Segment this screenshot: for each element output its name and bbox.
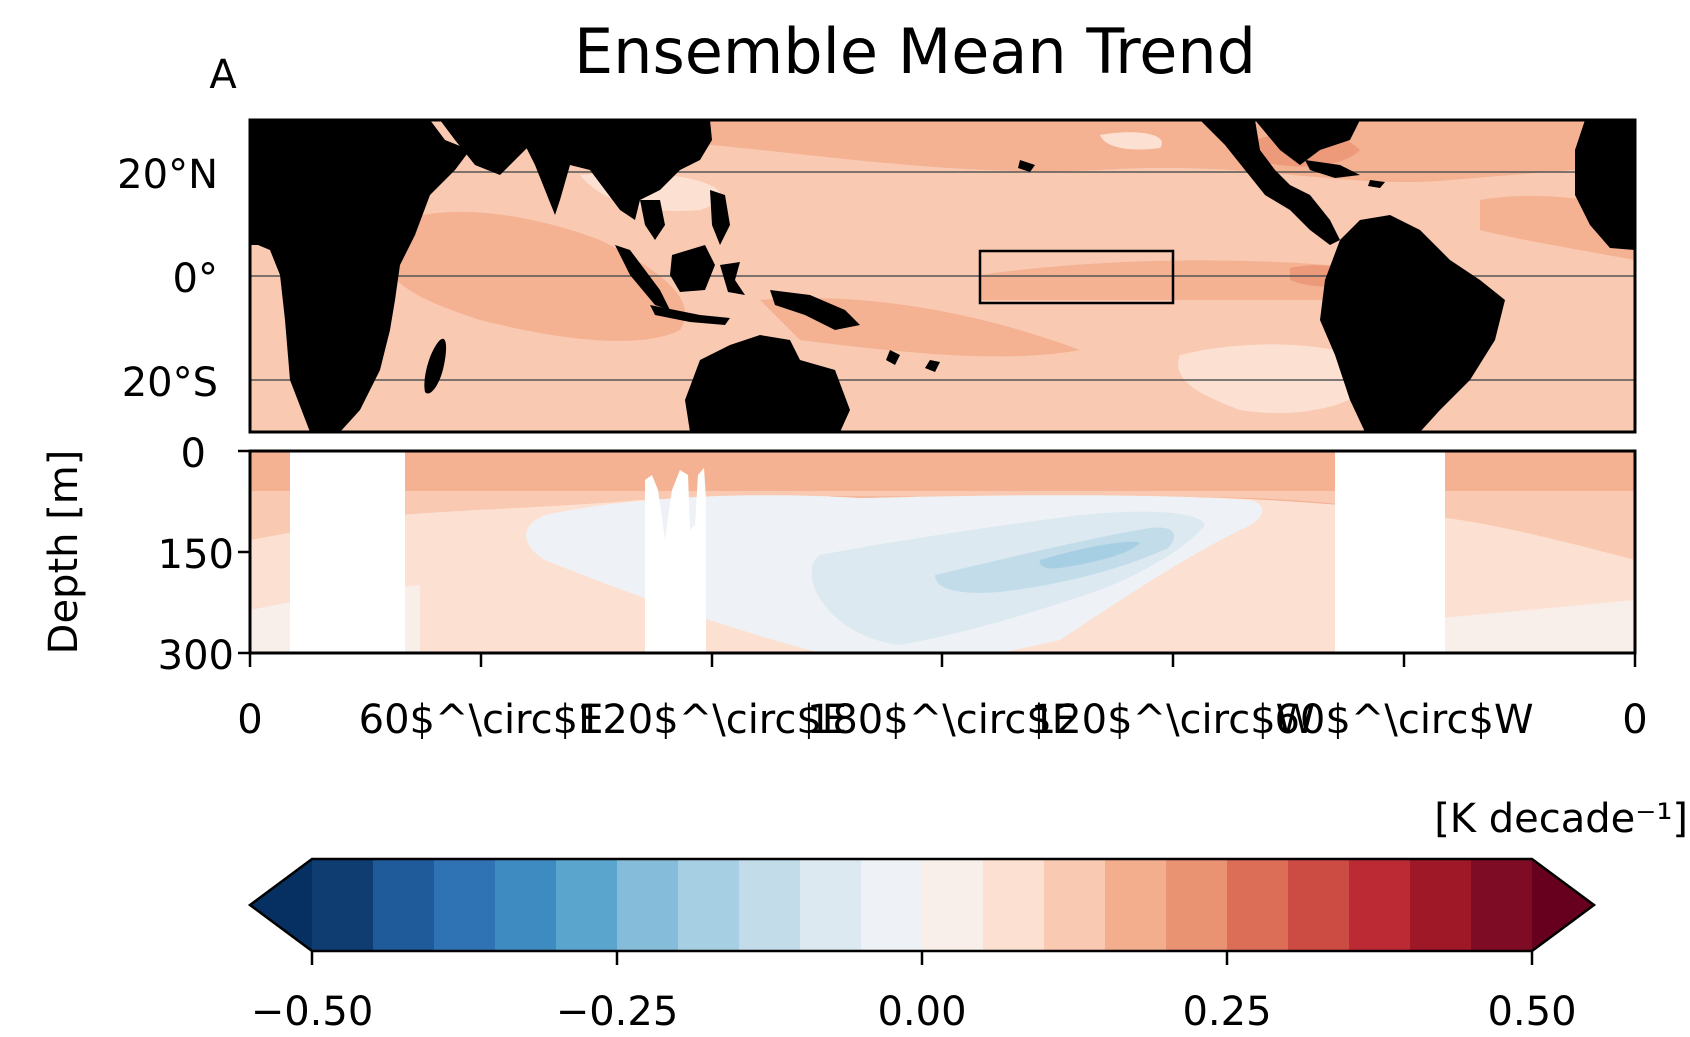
xtick-label-180e: 180$^\circ$E: [807, 697, 1077, 743]
colorbar-segments: [250, 859, 1594, 951]
xtick-label-0: 0: [237, 697, 262, 743]
land-southeast-asia: [640, 200, 665, 240]
land-south-america: [1320, 215, 1505, 432]
section-land-gap-maritime: [645, 468, 706, 653]
land-africa-europe: [250, 120, 470, 432]
colorbar-segment: [312, 859, 374, 951]
map-frame: [248, 118, 1637, 434]
section-field-thermocline-core: [1039, 541, 1140, 569]
colorbar-segment: [861, 859, 923, 951]
colorbar-segment: [373, 859, 435, 951]
colorbar-segment: [1410, 859, 1472, 951]
land-west-africa: [1575, 120, 1635, 250]
section-land-gap-americas: [1335, 451, 1445, 653]
map-field-warm-north-pacific: [560, 120, 1635, 183]
land-arabia: [440, 120, 530, 175]
colorbar-tick-label: 0.25: [1182, 989, 1271, 1035]
colorbar-segment: [983, 859, 1045, 951]
section-ylabel: Depth [m]: [41, 450, 87, 655]
colorbar-tick-label: 0.50: [1487, 989, 1576, 1035]
colorbar-segment: [1105, 859, 1167, 951]
section-field-west-pacific-cool: [545, 513, 600, 528]
xtick-label-120w: 120$^\circ$W: [1031, 697, 1315, 743]
colorbar-ticks: −0.50 −0.25 0.00 0.25 0.50: [251, 951, 1577, 1035]
colorbar-segment: [1288, 859, 1350, 951]
colorbar-segment: [617, 859, 679, 951]
colorbar-segment: [495, 859, 557, 951]
colorbar-extend-low: [250, 859, 312, 951]
map-field-pale-southeast-pacific: [1178, 344, 1380, 414]
nino-box: [978, 249, 1175, 305]
colorbar-tick-label: −0.50: [251, 989, 374, 1035]
xtick-label-360: 0: [1622, 697, 1647, 743]
land-americas-north: [1200, 120, 1340, 245]
colorbar-segment: [1044, 859, 1106, 951]
xtick-label-120e: 120$^\circ$E: [577, 697, 847, 743]
colorbar-tick-label: −0.25: [556, 989, 679, 1035]
map-ytick-20n: 20°N: [117, 152, 218, 198]
colorbar-segment: [800, 859, 862, 951]
land: [250, 120, 1635, 432]
colorbar-tick-label: 0.00: [877, 989, 966, 1035]
colorbar-segment: [739, 859, 801, 951]
colorbar-segment: [922, 859, 984, 951]
colorbar-segment: [556, 859, 618, 951]
land-java: [650, 305, 730, 325]
land-new-guinea: [770, 290, 860, 330]
map-field-warm-equatorial-east: [980, 260, 1380, 300]
colorbar-segment: [1471, 859, 1533, 951]
land-caribbean-islands: [1305, 160, 1385, 188]
xtick-label-60e: 60$^\circ$E: [359, 697, 604, 743]
land-sulawesi: [720, 262, 745, 295]
map-field-pale-north-pacific: [1100, 132, 1162, 150]
land-north-atlantic-coast: [1255, 120, 1360, 165]
land-asia: [520, 120, 712, 220]
chart-title: Ensemble Mean Trend: [574, 15, 1256, 88]
land-madagascar: [424, 338, 447, 394]
section-ytick-150: 150: [158, 532, 234, 578]
colorbar: [K decade⁻¹] −0.50 −0.25 0.00 0.25 0.50: [247, 796, 1688, 1035]
panel-label: A: [209, 52, 237, 98]
colorbar-segment: [1349, 859, 1411, 951]
colorbar-segment: [1166, 859, 1228, 951]
colorbar-extend-high: [1532, 859, 1594, 951]
colorbar-segment: [678, 859, 740, 951]
colorbar-segment: [434, 859, 496, 951]
section-field: [250, 451, 1635, 653]
section-land-gap-africa: [290, 451, 405, 653]
land-sumatra: [615, 245, 670, 310]
colorbar-segment: [1227, 859, 1289, 951]
land-australia: [685, 335, 850, 432]
xtick-label-60w: 60$^\circ$W: [1274, 697, 1533, 743]
land-philippines: [710, 190, 730, 245]
colorbar-label: [K decade⁻¹]: [1434, 796, 1688, 842]
section-ytick-300: 300: [158, 633, 234, 679]
section-panel: 0 150 300 Depth [m] 0 60$^\circ$E 120$^\…: [41, 431, 1648, 743]
map-panel: 20°N 0° 20°S: [117, 118, 1637, 434]
section-xticks: 0 60$^\circ$E 120$^\circ$E 180$^\circ$E …: [237, 653, 1648, 743]
section-ytick-0: 0: [181, 431, 206, 477]
land-borneo: [670, 245, 715, 292]
map-ytick-20s: 20°S: [122, 360, 218, 406]
map-ytick-equator: 0°: [173, 256, 218, 302]
